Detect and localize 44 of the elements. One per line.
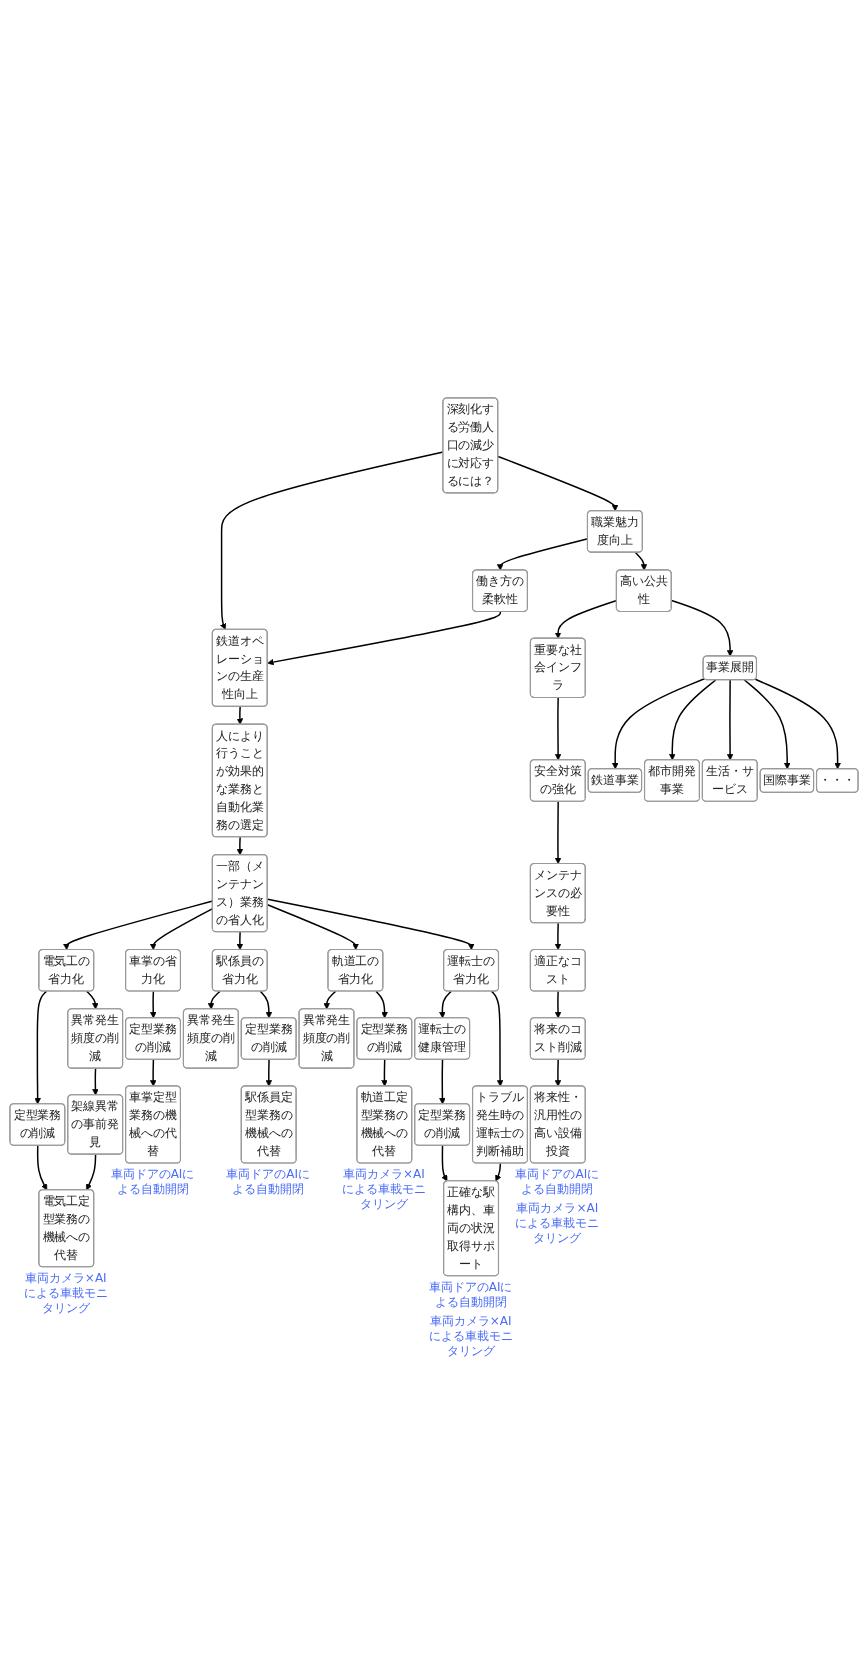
arrow [374,990,388,1019]
annotation-text: 車両カメラ×AIによる車載モニタリング [427,1313,514,1359]
arrow [266,898,474,951]
arrow [85,990,99,1010]
arrow [611,678,705,770]
arrow [554,1059,561,1087]
arrow [438,1059,446,1105]
arrow [265,1059,272,1087]
arrow [85,1153,96,1191]
arrow [754,678,841,770]
arrow [236,931,243,951]
arrow [149,1059,156,1087]
arrow [149,990,157,1019]
arrow [490,990,503,1087]
arrow [380,1059,388,1087]
arrow [670,599,733,657]
arrow [36,1145,47,1191]
arrow [494,1162,501,1182]
arrow [259,990,272,1019]
arrow [554,990,561,1019]
annotation-text: 車両ドアのAIによる自動開閉 [225,1167,312,1198]
annotation-text: 車両ドアのAIによる自動開閉 [109,1167,196,1198]
annotation-text: 車両カメラ×AIによる車載モニタリング [514,1201,601,1247]
arrow [554,922,561,951]
annotation-text: 車両カメラ×AIによる車載モニタリング [340,1167,427,1213]
arrow [438,990,452,1019]
arrow [726,679,733,761]
annotation-text: 車両ドアのAIによる自動開閉 [427,1279,514,1310]
arrow [266,904,359,951]
arrow [236,836,243,856]
arrow [554,697,561,761]
arrow [554,801,561,865]
annotation-text: 車両ドアのAIによる自動開閉 [514,1167,601,1198]
arrow [743,679,790,770]
arrow [91,1067,99,1096]
arrow [440,1145,447,1182]
arrow [668,679,716,761]
arrow [634,551,647,571]
arrow [266,611,501,666]
arrow [33,990,47,1105]
arrow [207,990,221,1010]
annotation-text: 車両カメラ×AIによる車載モニタリング [22,1271,109,1316]
arrow [322,990,336,1010]
arrow [236,706,243,725]
